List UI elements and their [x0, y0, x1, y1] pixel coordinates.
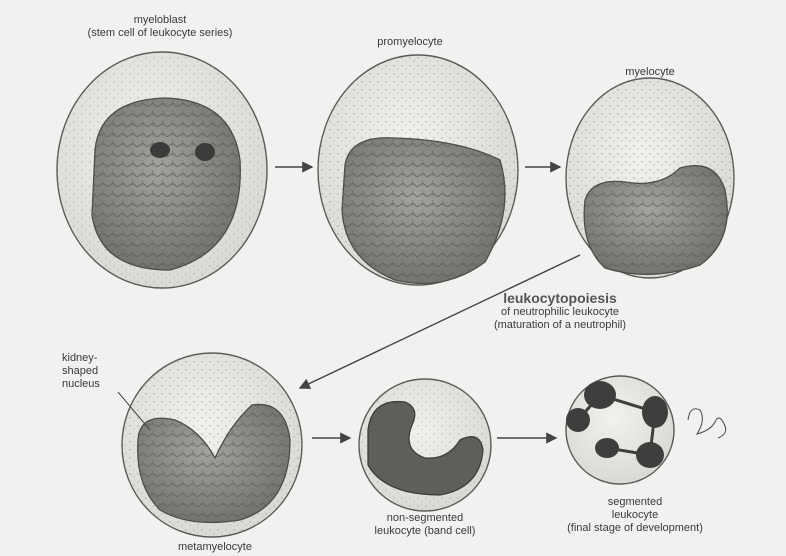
heading-title: leukocytopoiesis — [470, 290, 650, 306]
kidney-shaped-label: kidney- shaped nucleus — [62, 352, 122, 391]
myeloblast-name: myeloblast — [85, 14, 235, 27]
myeloblast-label: myeloblast (stem cell of leukocyte serie… — [85, 14, 235, 40]
myelocyte-cell — [566, 78, 734, 278]
metamyelocyte-label: metamyelocyte — [160, 541, 270, 554]
segmented-label: segmented leukocyte (final stage of deve… — [550, 496, 720, 535]
band-line1: non-segmented — [360, 512, 490, 525]
myeloblast-description: (stem cell of leukocyte series) — [85, 27, 235, 40]
promyelocyte-cell — [318, 55, 518, 285]
seg-line2: leukocyte — [550, 509, 720, 522]
segmented-cell — [566, 376, 674, 484]
band-cell-label: non-segmented leukocyte (band cell) — [360, 512, 490, 538]
seg-line1: segmented — [550, 496, 720, 509]
band-cell — [359, 379, 491, 511]
kidney-line2: shaped — [62, 365, 122, 378]
heading-sub2: (maturation of a neutrophil) — [470, 319, 650, 332]
promyelocyte-label: promyelocyte — [350, 36, 470, 49]
seg-line3: (final stage of development) — [550, 522, 720, 535]
metamyelocyte-cell — [122, 353, 302, 537]
myelocyte-label: myelocyte — [600, 66, 700, 79]
kidney-line3: nucleus — [62, 378, 122, 391]
artist-signature — [688, 409, 726, 438]
leukocytopoiesis-heading: leukocytopoiesis of neutrophilic leukocy… — [470, 290, 650, 332]
kidney-line1: kidney- — [62, 352, 122, 365]
band-line2: leukocyte (band cell) — [360, 525, 490, 538]
heading-sub1: of neutrophilic leukocyte — [470, 306, 650, 319]
myeloblast-cell — [57, 52, 267, 288]
